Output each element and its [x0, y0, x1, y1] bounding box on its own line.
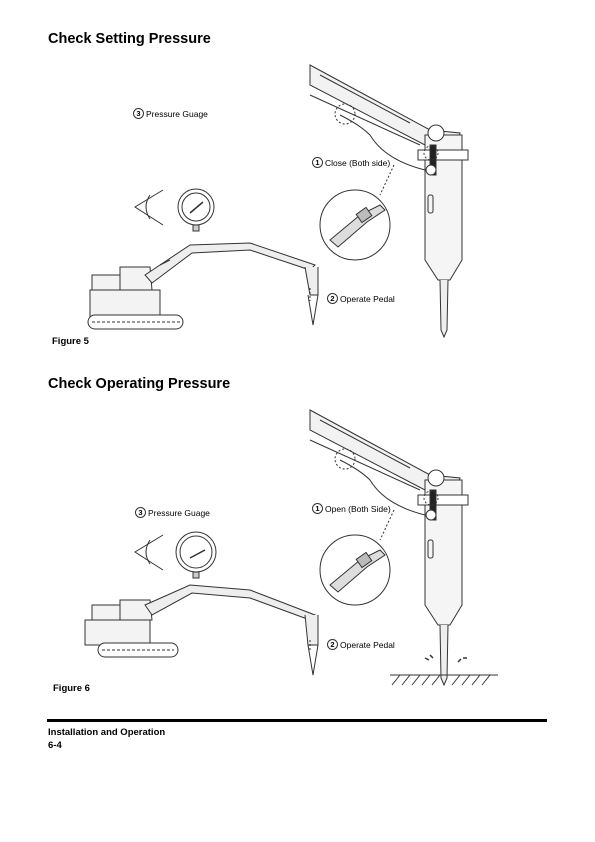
figure-6-drawing — [84, 409, 498, 687]
label-pressure-gauge: 3 Pressure Guage — [135, 507, 210, 518]
callout-text: Pressure Guage — [146, 108, 208, 119]
footer-title: Installation and Operation — [48, 727, 166, 738]
callout-text: Operate Pedal — [340, 293, 395, 304]
label-pressure-gauge: 3 Pressure Guage — [133, 108, 208, 119]
section-title-operating-pressure: Check Operating Pressure — [48, 376, 231, 392]
figure-5-illustration — [0, 55, 595, 395]
callout-text: Pressure Guage — [148, 507, 210, 518]
figure-caption: Figure 5 — [52, 336, 89, 347]
callout-number: 1 — [312, 503, 323, 514]
label-operate-pedal: 2 Operate Pedal — [327, 639, 395, 650]
figure-caption: Figure 6 — [53, 683, 90, 694]
figure-6-illustration — [0, 400, 595, 740]
callout-text: Operate Pedal — [340, 639, 395, 650]
section-title-setting-pressure: Check Setting Pressure — [48, 31, 211, 47]
label-open-valve: 1 Open (Both Side) — [312, 503, 391, 514]
label-close-valve: 1 Close (Both side) — [312, 157, 390, 168]
callout-text: Close (Both side) — [325, 157, 391, 168]
page-number: 6-4 — [48, 740, 62, 751]
callout-number: 3 — [133, 108, 144, 119]
figure-5-drawing — [87, 64, 469, 339]
callout-number: 3 — [135, 507, 146, 518]
callout-number: 2 — [327, 293, 338, 304]
footer-divider — [47, 719, 547, 722]
callout-number: 2 — [327, 639, 338, 650]
callout-text: Open (Both Side) — [325, 503, 391, 514]
label-operate-pedal: 2 Operate Pedal — [327, 293, 395, 304]
callout-number: 1 — [312, 157, 323, 168]
